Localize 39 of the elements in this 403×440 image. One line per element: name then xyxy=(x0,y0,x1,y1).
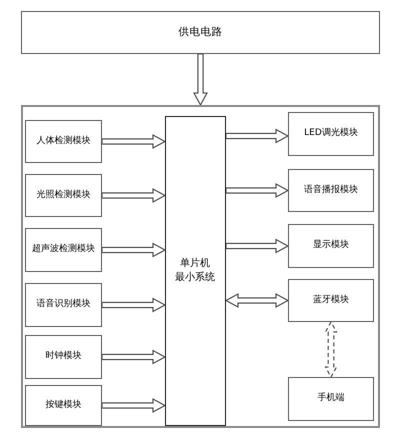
outer-frame xyxy=(21,105,380,428)
block-arrow xyxy=(101,134,166,149)
box-label: 单片机最小系统 xyxy=(175,257,216,285)
process-box xyxy=(288,377,374,421)
box-label: 光照检测模块 xyxy=(36,190,90,202)
double-arrow xyxy=(224,293,290,308)
box-label: 供电电路 xyxy=(178,26,222,40)
box-label: LED调光模块 xyxy=(304,128,358,140)
process-box xyxy=(21,11,380,54)
process-box xyxy=(25,120,102,163)
process-box xyxy=(25,174,102,217)
process-box xyxy=(25,283,102,327)
box-label: 按键模块 xyxy=(46,400,82,412)
process-box xyxy=(25,335,102,379)
box-label: 手机端 xyxy=(318,393,344,405)
box-label: 显示模块 xyxy=(313,240,349,252)
process-box xyxy=(165,116,226,426)
block-arrow xyxy=(101,298,166,312)
block-arrow xyxy=(225,183,290,198)
process-box xyxy=(288,224,374,268)
block-arrow xyxy=(225,128,290,144)
process-box xyxy=(25,385,102,426)
block-arrow xyxy=(225,238,290,254)
dashed-double-arrow xyxy=(324,320,338,378)
process-box xyxy=(25,228,102,272)
block-arrow xyxy=(101,350,166,364)
block-arrow xyxy=(101,398,166,413)
box-label: 时钟模块 xyxy=(46,351,82,363)
process-box xyxy=(288,169,374,212)
block-arrow xyxy=(101,188,166,203)
box-label: 语音识别模块 xyxy=(36,299,90,311)
box-label: 语音播报模块 xyxy=(304,184,358,196)
process-box xyxy=(288,279,374,322)
process-box xyxy=(288,112,374,156)
block-arrow xyxy=(193,53,208,106)
box-label: 蓝牙模块 xyxy=(313,294,349,306)
block-arrow xyxy=(101,242,166,258)
box-label: 超声波检测模块 xyxy=(32,244,95,256)
box-label: 人体检测模块 xyxy=(36,136,90,148)
